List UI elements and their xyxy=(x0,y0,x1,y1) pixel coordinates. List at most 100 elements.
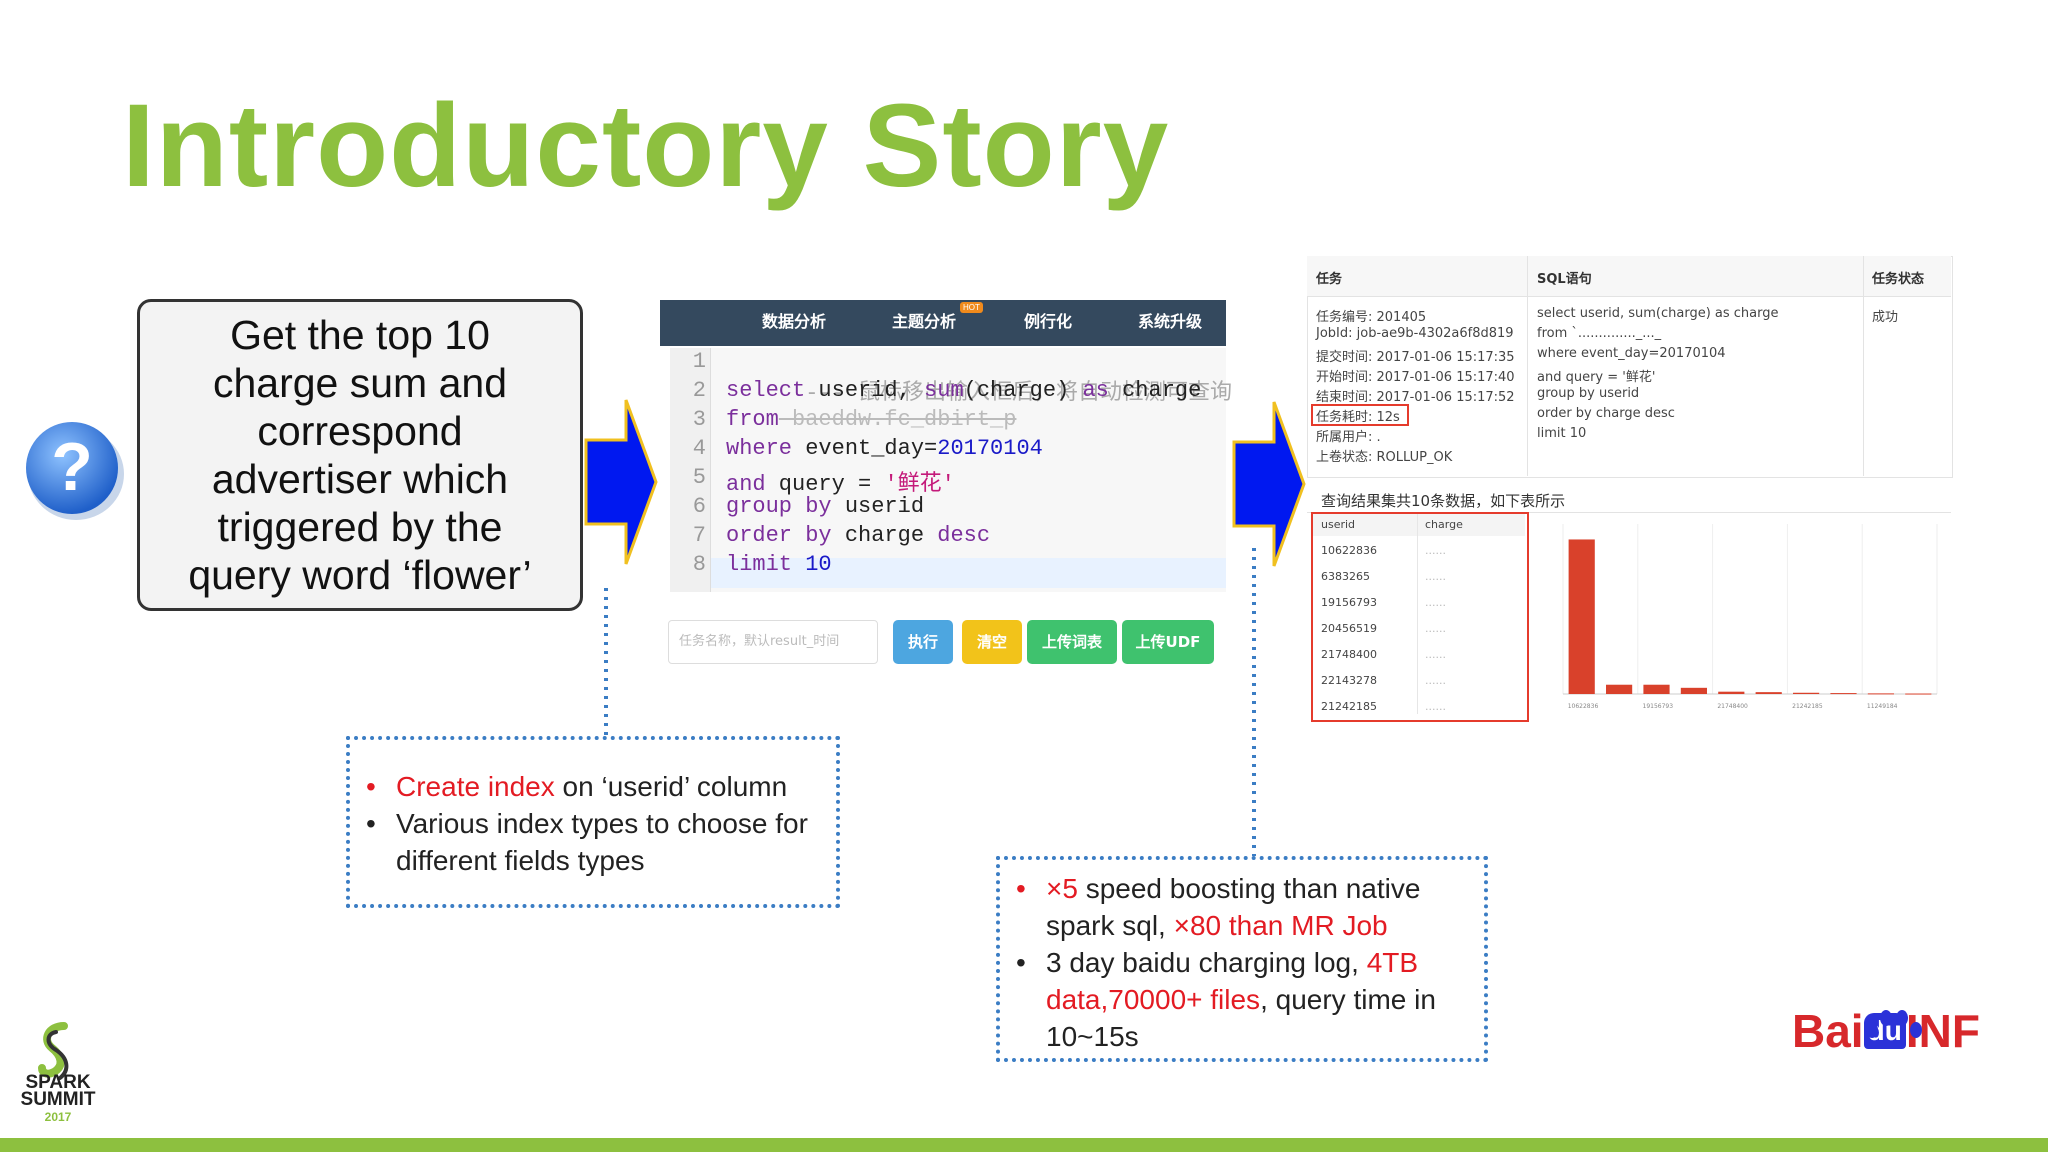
col-charge: charge xyxy=(1425,518,1463,531)
txt: (charge) xyxy=(963,378,1083,403)
line-number: 1 xyxy=(692,349,706,374)
kw: and xyxy=(726,472,766,497)
performance-note-box: •×5 speed boosting than native spark sql… xyxy=(996,856,1488,1062)
task-duration: 任务耗时: 12s xyxy=(1316,410,1400,425)
note-bullet-index-types: •Various index types to choose for diffe… xyxy=(366,808,808,876)
task-info: 任务编号: 201405 xyxy=(1316,310,1427,325)
right-arrow-icon xyxy=(1232,401,1306,567)
kw: from xyxy=(726,407,779,432)
charge-cell: ...... xyxy=(1425,648,1446,661)
code-line-limit: limit 10 xyxy=(726,552,832,577)
chart-bar xyxy=(1867,693,1894,695)
charge-cell: ...... xyxy=(1425,570,1446,583)
status-value: 成功 xyxy=(1872,310,1899,325)
kw: group by xyxy=(726,494,832,519)
result-table-header xyxy=(1311,514,1525,536)
note-bullet-data-size: •3 day baidu charging log, 4TB data,7000… xyxy=(1016,947,1436,1052)
bottom-accent-bar xyxy=(0,1138,2048,1152)
line-number: 6 xyxy=(692,494,706,519)
userid-cell: 22143278 xyxy=(1321,674,1377,687)
spark-summit-year: 2017 xyxy=(44,1110,72,1124)
nav-routine[interactable]: 例行化 xyxy=(1024,314,1073,331)
charge-cell: ...... xyxy=(1425,596,1446,609)
str: '鲜花' xyxy=(884,472,955,497)
index-note-box: •Create index on ‘userid’ column •Variou… xyxy=(346,736,840,908)
code-line-group: group by userid xyxy=(726,494,924,519)
col-sql: SQL语句 xyxy=(1537,272,1592,287)
charge-cell: ...... xyxy=(1425,622,1446,635)
txt: event_day= xyxy=(792,436,938,461)
task-name-input[interactable]: 任务名称，默认result_时间 xyxy=(668,620,878,664)
kw: as xyxy=(1082,378,1109,403)
slide-title: Introductory Story xyxy=(122,80,1170,212)
chart-x-tick-label: 10622836 xyxy=(1568,703,1599,710)
chart-x-tick-label: 21242185 xyxy=(1792,703,1823,710)
chart-bar xyxy=(1755,692,1782,694)
col-status: 任务状态 xyxy=(1872,272,1925,287)
num: 10 xyxy=(792,552,832,577)
code-line-from: from baeddw.fc_dbirt_p xyxy=(726,407,1016,432)
blurred-table-name: baeddw.fc_dbirt_p xyxy=(778,407,1017,432)
question-box: Get the top 10 charge sum and correspond… xyxy=(137,299,583,611)
txt: charge xyxy=(831,523,938,548)
line-number: 7 xyxy=(692,523,706,548)
line-number: 8 xyxy=(692,552,706,577)
result-table-highlight xyxy=(1311,512,1529,722)
active-line-highlight xyxy=(711,558,1226,588)
chart-bar xyxy=(1680,687,1707,694)
col-userid: userid xyxy=(1321,518,1356,531)
upload-udf-button[interactable]: 上传UDF xyxy=(1122,620,1214,664)
txt: userid, xyxy=(805,378,925,403)
userid-cell: 21242185 xyxy=(1321,700,1377,713)
task-info: 上卷状态: ROLLUP_OK xyxy=(1316,450,1453,465)
upload-wordlist-button[interactable]: 上传词表 xyxy=(1027,620,1117,664)
kw: desc xyxy=(937,523,991,548)
baidu-logo-text: Bai xyxy=(1792,1005,1864,1057)
charge-cell: ...... xyxy=(1425,700,1446,713)
sql-line: order by charge desc xyxy=(1537,406,1675,421)
kw: order by xyxy=(726,523,832,548)
txt: userid xyxy=(831,494,925,519)
note-bullet-index: •Create index on ‘userid’ column xyxy=(366,771,788,802)
chart-bar xyxy=(1643,684,1670,694)
right-arrow-icon xyxy=(584,399,658,565)
sql-line: limit 10 xyxy=(1537,426,1587,441)
code-line-and: and query = '鲜花' xyxy=(726,465,955,497)
chart-bar xyxy=(1718,691,1745,694)
task-info: 结束时间: 2017-01-06 15:17:52 xyxy=(1316,390,1515,405)
task-info: JobId: job-ae9b-4302a6f8d819 xyxy=(1316,326,1514,341)
userid-cell: 19156793 xyxy=(1321,596,1377,609)
clear-button[interactable]: 清空 xyxy=(962,620,1022,664)
nav-data-analysis[interactable]: 数据分析 xyxy=(762,314,827,331)
fn: sum xyxy=(924,378,964,403)
hot-badge: HOT xyxy=(960,302,983,313)
sql-line: from `.............._..._ xyxy=(1537,326,1662,341)
userid-cell: 10622836 xyxy=(1321,544,1377,557)
line-number: 4 xyxy=(692,436,706,461)
line-number: 2 xyxy=(692,378,706,403)
chart-bar xyxy=(1793,692,1820,694)
job-table-header xyxy=(1307,256,1951,297)
nav-topic-analysis[interactable]: 主题分析 xyxy=(892,314,957,331)
chart-x-tick-label: 19156793 xyxy=(1643,703,1674,710)
code-line-where: where event_day=20170104 xyxy=(726,436,1043,461)
run-button[interactable]: 执行 xyxy=(893,620,953,664)
code-line-comment: --- 鼠标移出输入框后，将自动检测可查询 xyxy=(726,349,1232,431)
code-comment: --- 鼠标移出输入框后，将自动检测可查询 xyxy=(805,381,1233,406)
userid-cell: 20456519 xyxy=(1321,622,1377,635)
editor-nav-bar: 数据分析 主题分析 HOT 例行化 系统升级 xyxy=(660,300,1226,346)
task-info: 所属用户: . xyxy=(1316,430,1381,445)
kw: select xyxy=(726,378,806,403)
num: 20170104 xyxy=(937,436,1043,461)
question-mark-icon: ? xyxy=(26,422,124,520)
txt: query = xyxy=(765,472,885,497)
duration-highlight xyxy=(1311,404,1409,426)
result-summary: 查询结果集共10条数据，如下表所示 xyxy=(1321,492,1566,510)
code-line-select: select userid, sum(charge) as charge xyxy=(726,378,1201,403)
nav-system-upgrade[interactable]: 系统升级 xyxy=(1138,314,1203,331)
sql-line: group by userid xyxy=(1537,386,1640,401)
code-area[interactable]: 1 2 3 4 5 6 7 8 --- 鼠标移出输入框后，将自动检测可查询 se… xyxy=(670,348,1232,592)
result-area xyxy=(1307,512,1951,721)
